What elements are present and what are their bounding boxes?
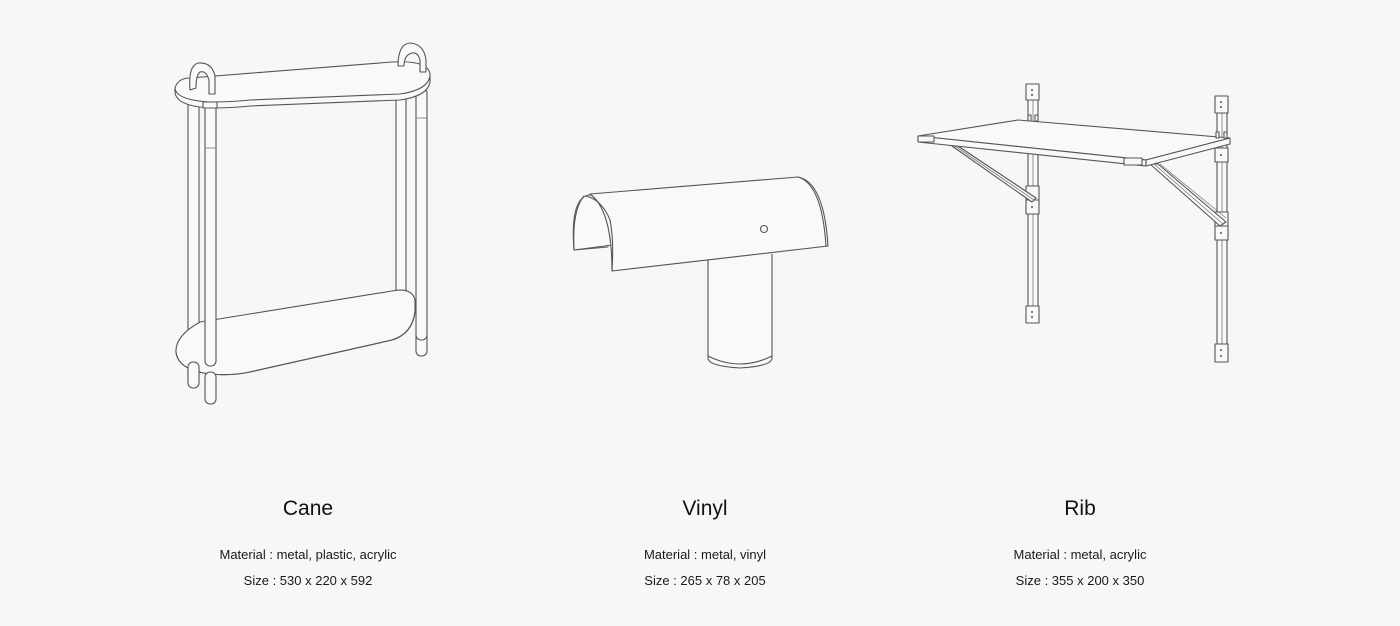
product-size: Size : 265 x 78 x 205 bbox=[644, 573, 766, 588]
product-title: Rib bbox=[1064, 497, 1096, 520]
product-material: Material : metal, vinyl bbox=[643, 547, 767, 562]
vinyl-lamp-illustration bbox=[572, 176, 829, 369]
product-material: Material : metal, plastic, acrylic bbox=[219, 547, 397, 562]
product-material: Material : metal, acrylic bbox=[1013, 547, 1147, 562]
product-card-rib: Rib Material : metal, acrylic Size : 355… bbox=[870, 0, 1290, 626]
product-card-cane: Cane Material : metal, plastic, acrylic … bbox=[98, 0, 518, 626]
cane-side-table-illustration bbox=[174, 42, 431, 405]
product-title: Vinyl bbox=[682, 497, 728, 520]
product-card-vinyl: Vinyl Material : metal, vinyl Size : 265… bbox=[495, 0, 915, 626]
product-title: Cane bbox=[282, 497, 334, 520]
product-size: Size : 530 x 220 x 592 bbox=[243, 573, 373, 588]
product-size: Size : 355 x 200 x 350 bbox=[1015, 573, 1145, 588]
rib-wall-shelf-illustration bbox=[917, 83, 1231, 363]
